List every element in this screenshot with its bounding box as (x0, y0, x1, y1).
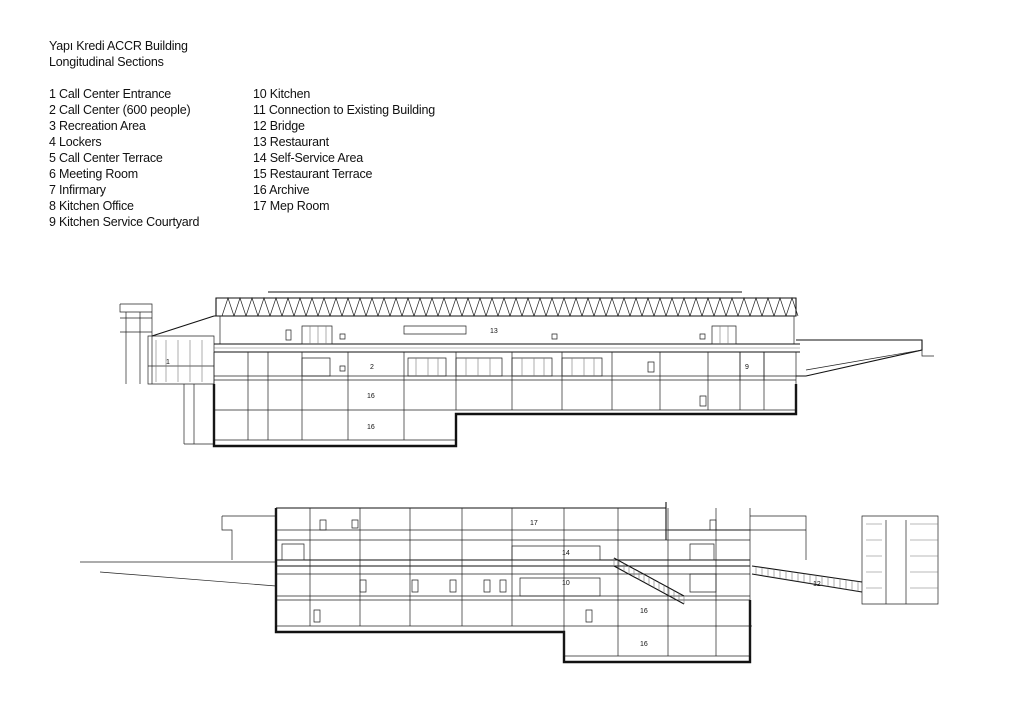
room-tag-16: 16 (367, 393, 375, 400)
roof-truss (214, 291, 799, 317)
section-b-room-tags: 17 14 10 12 16 16 (530, 520, 821, 648)
section-a-building (212, 316, 934, 448)
room-tag-16: 16 (640, 641, 648, 648)
room-tag-17: 17 (530, 520, 538, 527)
legend-item: 5 Call Center Terrace (49, 151, 163, 165)
drawing-subtitle: Longitudinal Sections (49, 55, 164, 69)
section-b-context (80, 515, 939, 605)
room-tag-14: 14 (562, 550, 570, 557)
legend-item: 9 Kitchen Service Courtyard (49, 215, 200, 229)
legend-item: 15 Restaurant Terrace (253, 167, 373, 181)
legend-item: 17 Mep Room (253, 199, 330, 213)
room-tag-13: 13 (490, 328, 498, 335)
legend-item: 13 Restaurant (253, 135, 329, 149)
room-tag-1: 1 (166, 359, 170, 366)
existing-building-left (119, 303, 215, 445)
legend-item: 3 Recreation Area (49, 119, 146, 133)
room-tag-9: 9 (745, 364, 749, 371)
section-b-building (274, 502, 752, 664)
section-a-drawing: 13 1 2 9 16 16 (119, 291, 934, 448)
drawing-title: Yapı Kredi ACCR Building (49, 39, 188, 53)
room-tag-10: 10 (562, 580, 570, 587)
legend-item: 6 Meeting Room (49, 167, 138, 181)
legend-item: 14 Self-Service Area (253, 151, 363, 165)
room-tag-2: 2 (370, 364, 374, 371)
legend-item: 12 Bridge (253, 119, 305, 133)
legend-item: 16 Archive (253, 183, 310, 197)
room-legend-column-1: 1 Call Center Entrance 2 Call Center (60… (49, 86, 199, 230)
bridge (751, 565, 863, 593)
legend-item: 2 Call Center (600 people) (49, 103, 191, 117)
room-tag-16: 16 (640, 608, 648, 615)
legend-item: 1 Call Center Entrance (49, 87, 172, 101)
section-a-room-tags: 13 1 2 9 16 16 (166, 328, 749, 431)
room-tag-12: 12 (813, 581, 821, 588)
section-b-drawing: 17 14 10 12 16 16 (80, 502, 939, 664)
room-tag-16: 16 (367, 424, 375, 431)
legend-item: 10 Kitchen (253, 87, 311, 101)
legend-item: 4 Lockers (49, 135, 102, 149)
legend-item: 8 Kitchen Office (49, 199, 134, 213)
legend-item: 7 Infirmary (49, 183, 106, 197)
room-legend-column-2: 10 Kitchen 11 Connection to Existing Bui… (253, 86, 435, 214)
legend-item: 11 Connection to Existing Building (253, 103, 435, 117)
drawing-title-block: Yapı Kredi ACCR Building Longitudinal Se… (49, 38, 188, 70)
